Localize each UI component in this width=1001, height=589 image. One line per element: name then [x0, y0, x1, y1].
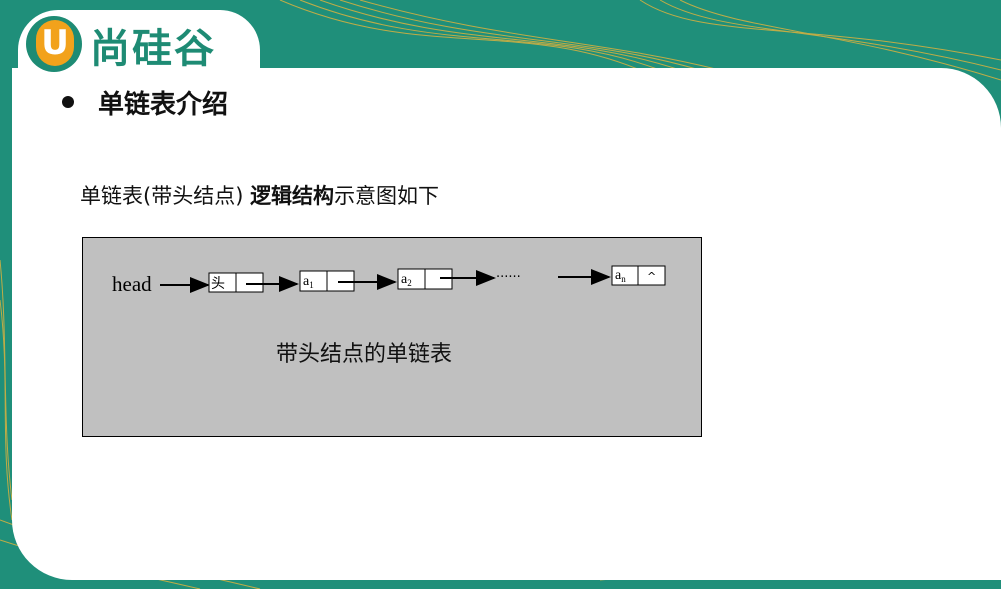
head-label: head: [112, 272, 152, 296]
logo-text: 尚硅谷: [90, 26, 216, 72]
null-mark: ^: [647, 270, 656, 283]
linked-list-diagram: head 头 a1 a2 ······ an ^: [82, 237, 702, 437]
subtitle-bold: 逻辑结构: [250, 184, 335, 208]
diagram-caption: 带头结点的单链表: [276, 342, 452, 367]
ellipsis: ······: [496, 270, 521, 285]
node-head-next-cell: [235, 272, 264, 293]
node-head: 头: [208, 272, 264, 293]
node-an-label: an: [615, 268, 626, 284]
node-a1-label: a1: [303, 274, 314, 290]
node-head-label: 头: [211, 276, 225, 292]
subtitle-part1: 单链表(带头结点): [80, 184, 251, 208]
node-an-next-cell: [637, 265, 666, 286]
diagram-background: [82, 237, 702, 437]
subtitle-part2: 示意图如下: [334, 184, 440, 208]
diagram-canvas: head 头 a1 a2 ······ an ^: [82, 237, 702, 437]
subtitle: 单链表(带头结点) 逻辑结构示意图如下: [80, 180, 439, 210]
node-a2-label: a2: [401, 272, 412, 288]
page-title: 单链表介绍: [98, 90, 229, 120]
logo-letter: U: [36, 20, 74, 66]
node-a1: a1: [299, 270, 355, 292]
node-an: an ^: [611, 265, 666, 286]
bullet-icon: [62, 96, 74, 108]
